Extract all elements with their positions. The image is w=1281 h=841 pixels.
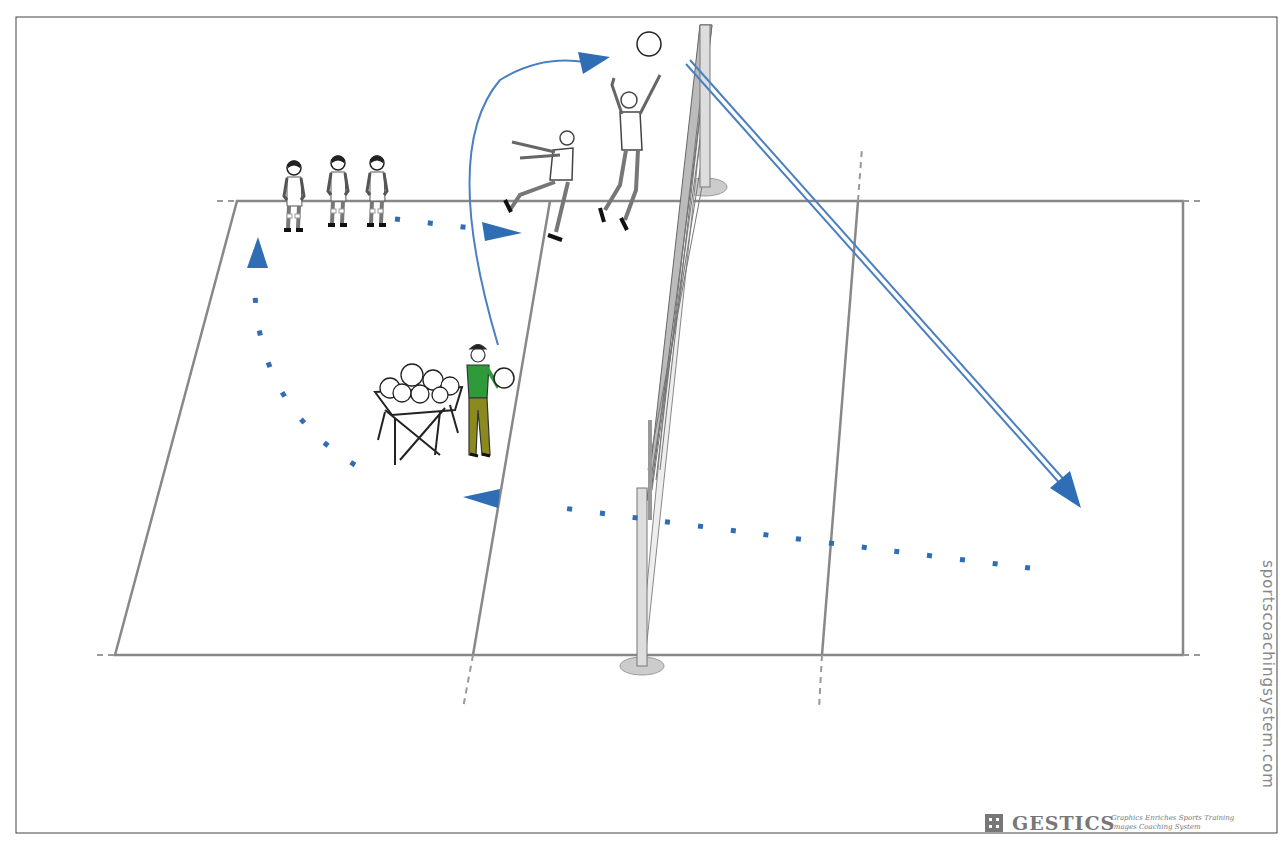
- logo-text: GESTICS: [1012, 812, 1115, 834]
- watermark: sportscoachingsystem.com: [1259, 560, 1277, 789]
- logo-tagline: Graphics Enriches Sports Training: [1111, 814, 1234, 822]
- logo-tagline: Images Coaching System: [1111, 823, 1201, 831]
